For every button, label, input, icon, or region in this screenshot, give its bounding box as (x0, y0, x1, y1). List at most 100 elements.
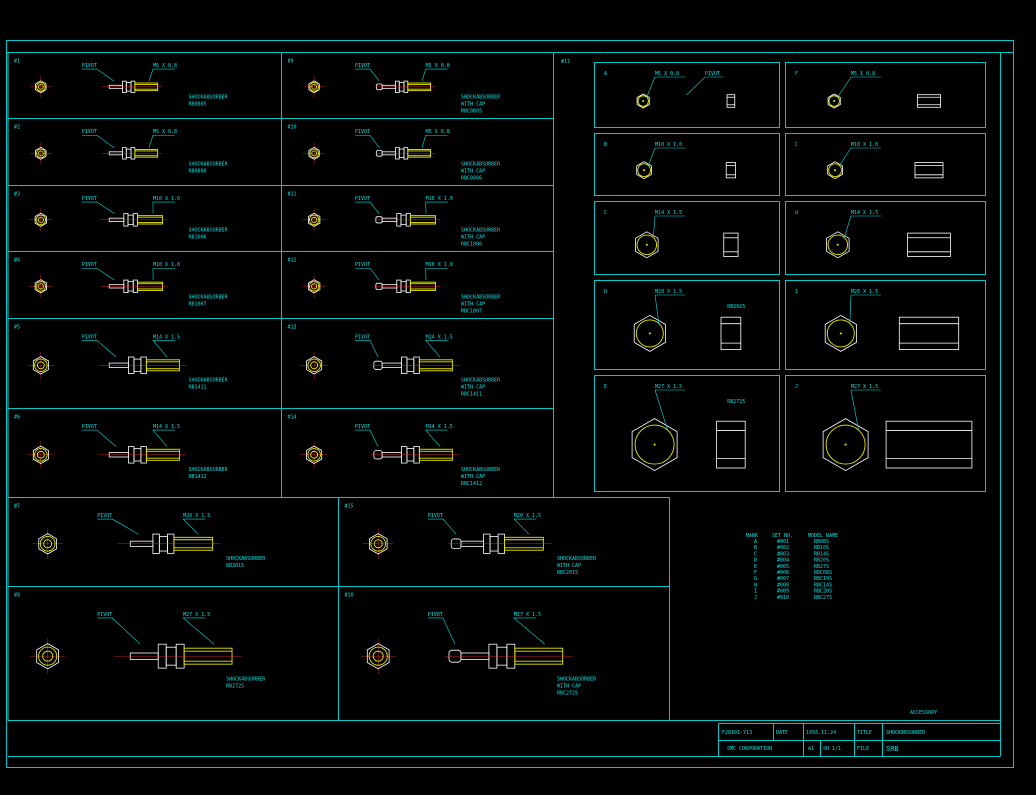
thread-label: M10 X 1.0 (655, 142, 682, 148)
accessory-mark: C (604, 210, 607, 216)
model-name: RBC0805 (461, 109, 482, 115)
thread-label: M20 X 1.5 (183, 513, 210, 519)
table-cell-model: RBC10S (814, 576, 832, 582)
model-description: SHOCKABSORBER (557, 556, 597, 562)
cell-number: #10 (288, 125, 297, 131)
table-cell-mark: I (754, 589, 757, 595)
model-description: WITH CAP (461, 474, 485, 480)
pivot-label: PIVOT (82, 129, 97, 135)
model-description: WITH CAP (461, 235, 485, 241)
model-name: RB1412 (189, 474, 207, 480)
table-cell-set: #005 (777, 564, 789, 570)
table-cell-model: RBC08S (814, 570, 832, 576)
table-cell-mark: D (754, 558, 757, 564)
accessory-mark: d (795, 210, 798, 216)
model-description: SHOCKABSORBER (226, 556, 266, 562)
model-name: RB0805 (189, 102, 207, 108)
thread-label: M5 X 0.8 (153, 63, 177, 69)
model-description: SHOCKABSORBER (461, 95, 501, 101)
thread-label: M5 X 0.8 (851, 71, 875, 77)
thread-label: M27 X 1.5 (851, 384, 878, 390)
thread-label: M10 X 1.0 (426, 262, 453, 268)
model-name: RBC0806 (461, 175, 482, 181)
table-cell-model: RB20S (814, 558, 829, 564)
model-description: SHOCKABSORBER (189, 294, 229, 300)
model-name: RB1006 (189, 235, 207, 241)
cell-number: #15 (345, 504, 354, 510)
pivot-label: PIVOT (355, 262, 370, 268)
accessory-mark: A (604, 71, 607, 77)
file-label: FILE (857, 746, 869, 752)
accessory-panel: F M5 X 0.8 (785, 62, 986, 128)
cell-number: #14 (288, 415, 297, 421)
model-description: SHOCKABSORBER (461, 161, 501, 167)
drawing-number: F28101-Y13 (722, 730, 752, 736)
model-description: SHOCKABSORBER (189, 95, 229, 101)
pivot-label: PIVOT (355, 129, 370, 135)
model-description: SHOCKABSORBER (461, 228, 501, 234)
thread-label: M10 X 1.0 (153, 196, 180, 202)
model-name: RB0806 (189, 168, 207, 174)
model-description: SHOCKABSORBER (189, 467, 229, 473)
table-cell-mark: F (754, 570, 757, 576)
model-name: RBC1412 (461, 481, 482, 487)
model-name: RB1007 (189, 301, 207, 307)
pivot-label: PIVOT (705, 71, 720, 77)
accessory-mark: F (795, 71, 798, 77)
table-header-mark: MARK (746, 533, 758, 539)
pivot-label: PIVOT (428, 513, 443, 519)
pivot-label: PIVOT (355, 424, 370, 430)
table-cell-mark: H (754, 582, 757, 588)
thread-label: M5 X 0.8 (426, 129, 450, 135)
model-note: RB2025 (727, 304, 745, 310)
accessory-panel: d M14 X 1.5 (785, 201, 986, 275)
model-name: RB2015 (226, 563, 244, 569)
cell-number: #11 (288, 192, 297, 198)
cell-number: #9 (288, 59, 294, 65)
accessory-mark: I (795, 289, 798, 295)
model-description: SHOCKABSORBER (461, 467, 501, 473)
thread-label: M14 X 1.5 (426, 424, 453, 430)
model-description: WITH CAP (461, 301, 485, 307)
model-description: WITH CAP (461, 168, 485, 174)
top-grid-lines (7, 52, 1001, 757)
cell-number: #3 (14, 192, 20, 198)
model-description: SHOCKABSORBER (189, 228, 229, 234)
accessory-mark: E (604, 384, 607, 390)
table-cell-set: #010 (777, 595, 789, 601)
cell-number: #6 (14, 415, 20, 421)
model-name: RBC1006 (461, 242, 482, 248)
model-description: SHOCKABSORBER (189, 161, 229, 167)
table-cell-set: #007 (777, 576, 789, 582)
cell-number: #1 (14, 59, 20, 65)
table-cell-model: RB08S (814, 539, 829, 545)
table-cell-model: RB10S (814, 545, 829, 551)
thread-label: M14 X 1.5 (426, 334, 453, 340)
date-label: DATE (776, 730, 788, 736)
table-cell-set: #009 (777, 589, 789, 595)
thread-label: M27 X 1.5 (514, 612, 541, 618)
table-header-model: MODEL NAME (808, 533, 838, 539)
thread-label: M14 X 1.5 (851, 210, 878, 216)
thread-label: M20 X 1.5 (655, 289, 682, 295)
table-header-set: SET NO. (772, 533, 793, 539)
model-description: SHOCKABSORBER (461, 378, 501, 384)
model-note: RB2725 (727, 399, 745, 405)
